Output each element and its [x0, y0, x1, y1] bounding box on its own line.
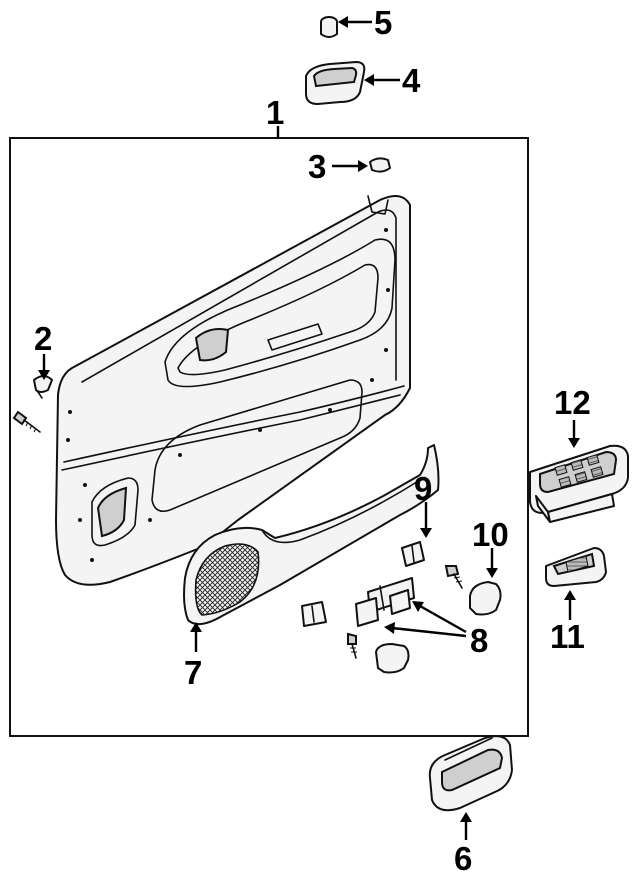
window-switch-single — [545, 547, 607, 587]
screw-bracket — [347, 632, 357, 659]
callout-9: 9 — [414, 470, 432, 507]
callout-11: 11 — [550, 618, 585, 655]
pull-handle-bezel — [428, 735, 513, 812]
trim-screw-left — [12, 410, 41, 433]
clip-9 — [401, 541, 425, 567]
master-window-switch — [529, 444, 629, 523]
callout-6: 6 — [454, 840, 472, 877]
door-trim-panel — [55, 195, 411, 586]
trim-clip-small — [301, 601, 327, 627]
retainer-clip — [33, 375, 53, 399]
handle-bezel — [305, 61, 366, 105]
trim-clip-lower — [375, 643, 410, 674]
plug — [320, 16, 338, 38]
callout-8: 8 — [470, 622, 488, 659]
callout-labels: 1 2 3 4 5 6 7 8 9 10 11 12 — [34, 4, 591, 877]
callout-2: 2 — [34, 320, 52, 357]
callout-3: 3 — [308, 148, 326, 185]
callout-5: 5 — [374, 4, 392, 41]
callout-7: 7 — [184, 654, 202, 691]
callout-4: 4 — [402, 62, 421, 99]
leader-arrows — [38, 16, 580, 840]
callout-12: 12 — [554, 384, 591, 421]
assembly-boundary-box — [9, 137, 529, 737]
lower-trim-speaker-panel — [183, 444, 440, 626]
callout-10: 10 — [472, 516, 509, 553]
screw-switch — [444, 565, 463, 589]
switch-cover — [469, 581, 502, 616]
cap-cover — [369, 157, 391, 173]
callout-1: 1 — [266, 94, 284, 131]
mounting-brackets — [355, 577, 415, 627]
